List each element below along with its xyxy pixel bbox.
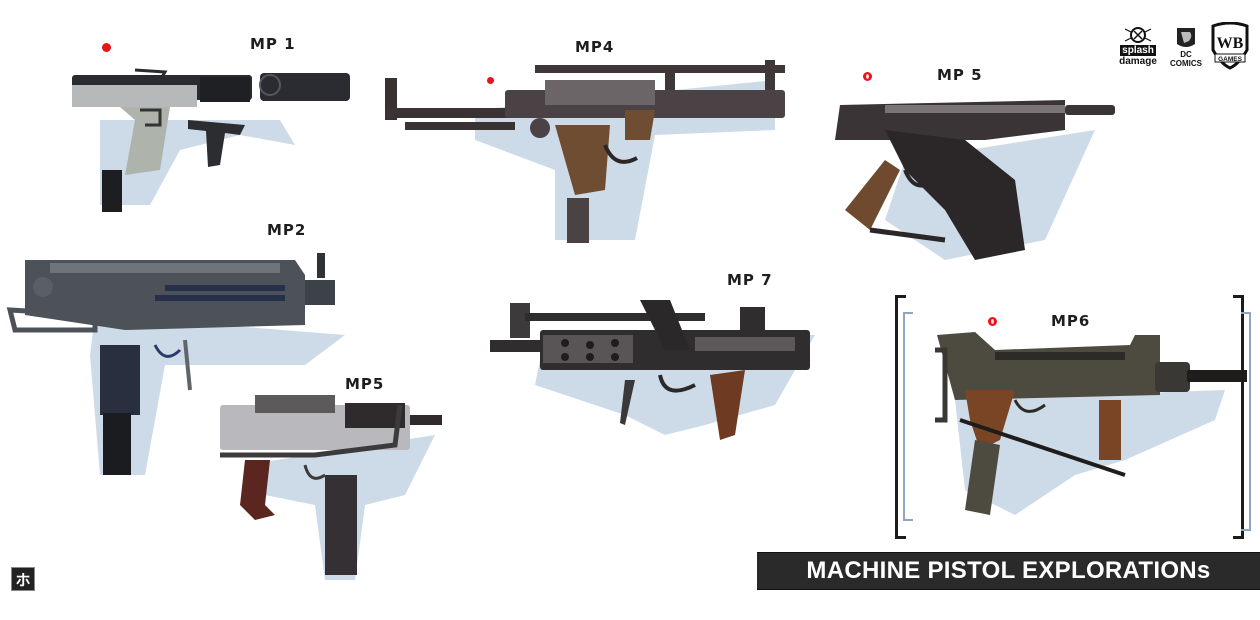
artist-signature: ホ	[11, 567, 35, 591]
selection-marker	[988, 317, 997, 326]
splash-damage-logo: splash damage	[1114, 20, 1162, 72]
mp5-top-illustration	[835, 100, 1115, 260]
publisher-logos: splash damage DC COMICS WB GAMES	[1112, 20, 1257, 72]
svg-text:GAMES: GAMES	[1218, 56, 1243, 63]
bracket-left	[895, 295, 906, 539]
mp2-illustration	[6, 253, 345, 475]
weapon-label: MP2	[267, 221, 307, 239]
bracket-left-blue	[903, 312, 913, 521]
sheet-title: MACHINE PISTOL EXPLORATIONs	[806, 557, 1211, 584]
title-banner: MACHINE PISTOL EXPLORATIONs	[757, 552, 1260, 590]
weapon-mp6: MP6	[895, 290, 1260, 540]
mp7-illustration	[490, 300, 815, 440]
mp6-illustration	[935, 332, 1247, 515]
selection-marker	[102, 43, 111, 52]
weapon-mp5-bottom: MP5	[205, 365, 450, 585]
weapon-label: MP5	[345, 375, 385, 393]
weapon-label: MP 5	[937, 66, 983, 84]
weapon-mp2: MP2	[5, 215, 355, 480]
mp4-illustration	[385, 60, 785, 243]
wb-shield-icon: WB GAMES	[1211, 22, 1249, 70]
weapon-mp7: MP 7	[485, 265, 820, 455]
splash-icon	[1124, 27, 1152, 43]
weapon-label: MP4	[575, 38, 615, 56]
weapon-mp5-top: MP 5	[825, 60, 1125, 270]
wb-games-logo: WB GAMES	[1208, 22, 1252, 70]
logo-dc-line2: COMICS	[1170, 59, 1202, 68]
weapon-mp1: MP 1	[60, 25, 360, 215]
weapon-label: MP6	[1051, 312, 1091, 330]
logo-dc-line1: DC	[1180, 50, 1192, 59]
logo-wb-text: WB	[1217, 35, 1244, 52]
mp5-bottom-illustration	[220, 395, 442, 580]
weapon-mp4: MP4	[375, 30, 795, 250]
dc-comics-logo: DC COMICS	[1168, 24, 1204, 70]
bracket-right	[1233, 295, 1244, 539]
selection-marker	[487, 77, 494, 84]
weapon-label: MP 7	[727, 271, 773, 289]
weapon-label: MP 1	[250, 35, 296, 53]
bracket-right-blue	[1241, 312, 1251, 531]
logo-splash-line2: damage	[1119, 56, 1157, 67]
selection-marker	[863, 72, 872, 81]
logo-splash-line1: splash	[1120, 45, 1156, 56]
mp1-illustration	[72, 68, 350, 212]
dc-shield-icon	[1177, 28, 1195, 47]
